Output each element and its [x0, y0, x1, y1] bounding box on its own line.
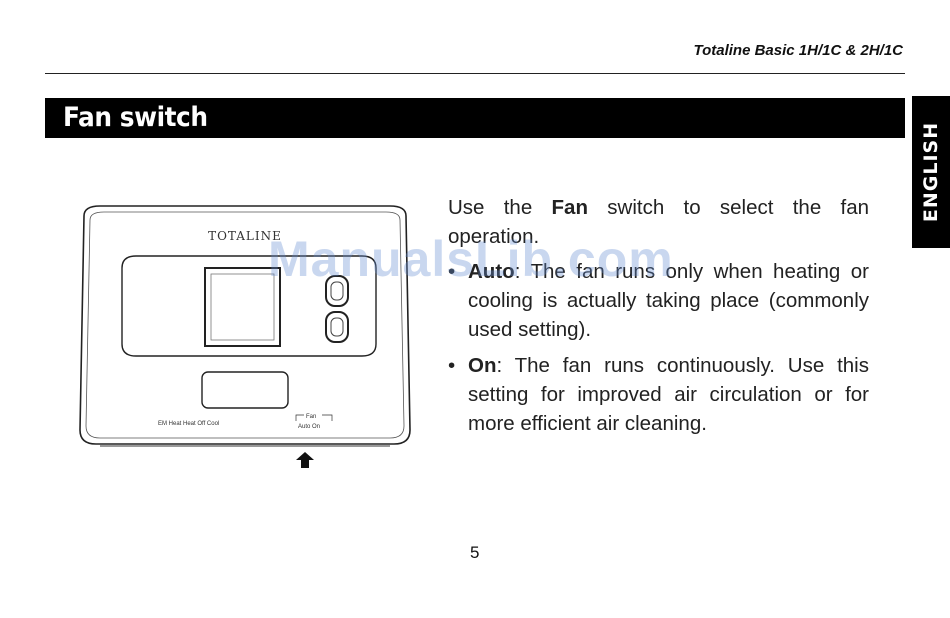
list-item-auto: Auto: The fan runs only when heating or … [448, 257, 869, 344]
fan-switch-arrow [296, 452, 314, 468]
section-heading-bar: Fan switch [45, 98, 905, 138]
thermostat-door [201, 371, 289, 409]
mode-switch-labels: EM Heat Heat Off Cool [158, 421, 219, 427]
section-title: Fan switch [63, 102, 208, 133]
thermostat-brand: TOTALINE [208, 229, 282, 243]
fan-switch-options: Auto On [298, 424, 320, 430]
fan-switch-label: Fan [306, 414, 316, 420]
header-divider [45, 73, 905, 74]
page-number: 5 [470, 543, 480, 562]
fan-options-list: Auto: The fan runs only when heating or … [448, 257, 869, 438]
body-text: Use the Fan switch to select the fan ope… [448, 193, 869, 445]
fan-term: Fan [551, 196, 588, 219]
thermostat-illustration: TOTALINE EM Heat Heat Off Cool Fan Auto … [79, 205, 411, 468]
lcd-screen [204, 267, 281, 347]
intro-paragraph: Use the Fan switch to select the fan ope… [448, 196, 869, 248]
down-button [325, 311, 349, 343]
language-tab-label: ENGLISH [920, 121, 942, 223]
up-button [325, 275, 349, 307]
header-title: Totaline Basic 1H/1C & 2H/1C [693, 42, 903, 59]
language-tab: ENGLISH [912, 96, 950, 248]
list-item-on: On: The fan runs continuously. Use this … [448, 351, 869, 438]
